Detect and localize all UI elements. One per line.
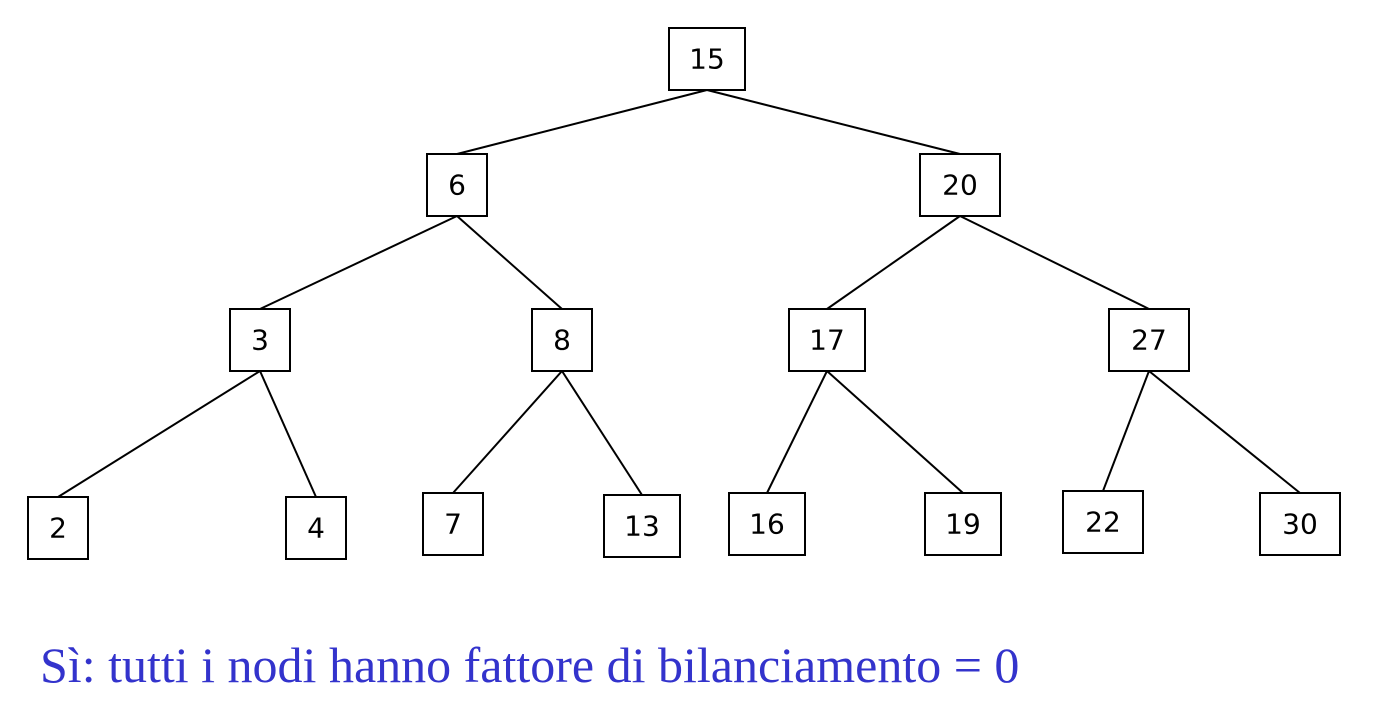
binary-tree-diagram: 15 6 20 3 8 17 27 2 4 7 13 16 19 22 30	[27, 27, 1341, 560]
tree-node-30: 30	[1259, 492, 1341, 556]
tree-node-label: 20	[942, 169, 978, 202]
tree-edge-8-7	[452, 370, 563, 494]
caption-text: Sì: tutti i nodi hanno fattore di bilanc…	[40, 637, 1020, 693]
tree-edge-15-20	[706, 89, 961, 155]
tree-node-label: 22	[1085, 506, 1121, 539]
tree-node-box	[422, 492, 484, 556]
tree-edge-3-2	[57, 370, 261, 498]
tree-node-22: 22	[1062, 490, 1144, 554]
tree-node-label: 4	[307, 512, 325, 545]
tree-node-label: 13	[624, 510, 660, 543]
tree-node-label: 8	[553, 324, 571, 357]
tree-edge-6-3	[259, 215, 458, 310]
tree-node-label: 15	[689, 43, 725, 76]
tree-node-16: 16	[728, 492, 806, 556]
tree-edge-6-8	[456, 215, 563, 310]
tree-node-13: 13	[603, 494, 681, 558]
tree-node-17: 17	[788, 308, 866, 372]
tree-edge-17-19	[826, 370, 964, 494]
tree-edge-27-30	[1148, 370, 1301, 494]
tree-node-box	[919, 153, 1001, 217]
tree-node-box	[603, 494, 681, 558]
tree-node-6: 6	[426, 153, 488, 217]
tree-node-3: 3	[229, 308, 291, 372]
tree-nodes: 15 6 20 3 8 17 27 2 4 7 13 16 19 22 30	[27, 27, 1341, 560]
tree-node-label: 16	[749, 508, 785, 541]
tree-node-box	[668, 27, 746, 91]
tree-node-box	[531, 308, 593, 372]
tree-edge-3-4	[259, 370, 317, 498]
tree-node-4: 4	[285, 496, 347, 560]
tree-node-box	[1108, 308, 1190, 372]
tree-node-label: 27	[1131, 324, 1167, 357]
tree-node-box	[1062, 490, 1144, 554]
tree-node-2: 2	[27, 496, 89, 560]
tree-node-box	[27, 496, 89, 560]
tree-edge-8-13	[561, 370, 643, 496]
tree-node-label: 30	[1282, 508, 1318, 541]
tree-node-box	[924, 492, 1002, 556]
tree-node-box	[728, 492, 806, 556]
tree-edge-15-6	[456, 89, 708, 155]
tree-node-label: 2	[49, 512, 67, 545]
tree-node-7: 7	[422, 492, 484, 556]
tree-node-box	[426, 153, 488, 217]
tree-node-label: 6	[448, 169, 466, 202]
tree-edge-17-16	[766, 370, 828, 494]
tree-node-box	[229, 308, 291, 372]
tree-node-box	[285, 496, 347, 560]
tree-node-27: 27	[1108, 308, 1190, 372]
tree-node-label: 19	[945, 508, 981, 541]
tree-edge-20-27	[959, 215, 1150, 310]
tree-edge-20-17	[826, 215, 961, 310]
tree-node-20: 20	[919, 153, 1001, 217]
tree-node-15: 15	[668, 27, 746, 91]
tree-edges	[57, 89, 1301, 498]
tree-node-label: 7	[444, 508, 462, 541]
tree-node-label: 17	[809, 324, 845, 357]
tree-node-8: 8	[531, 308, 593, 372]
tree-node-label: 3	[251, 324, 269, 357]
tree-node-box	[1259, 492, 1341, 556]
tree-edge-27-22	[1102, 370, 1150, 492]
tree-node-19: 19	[924, 492, 1002, 556]
tree-node-box	[788, 308, 866, 372]
